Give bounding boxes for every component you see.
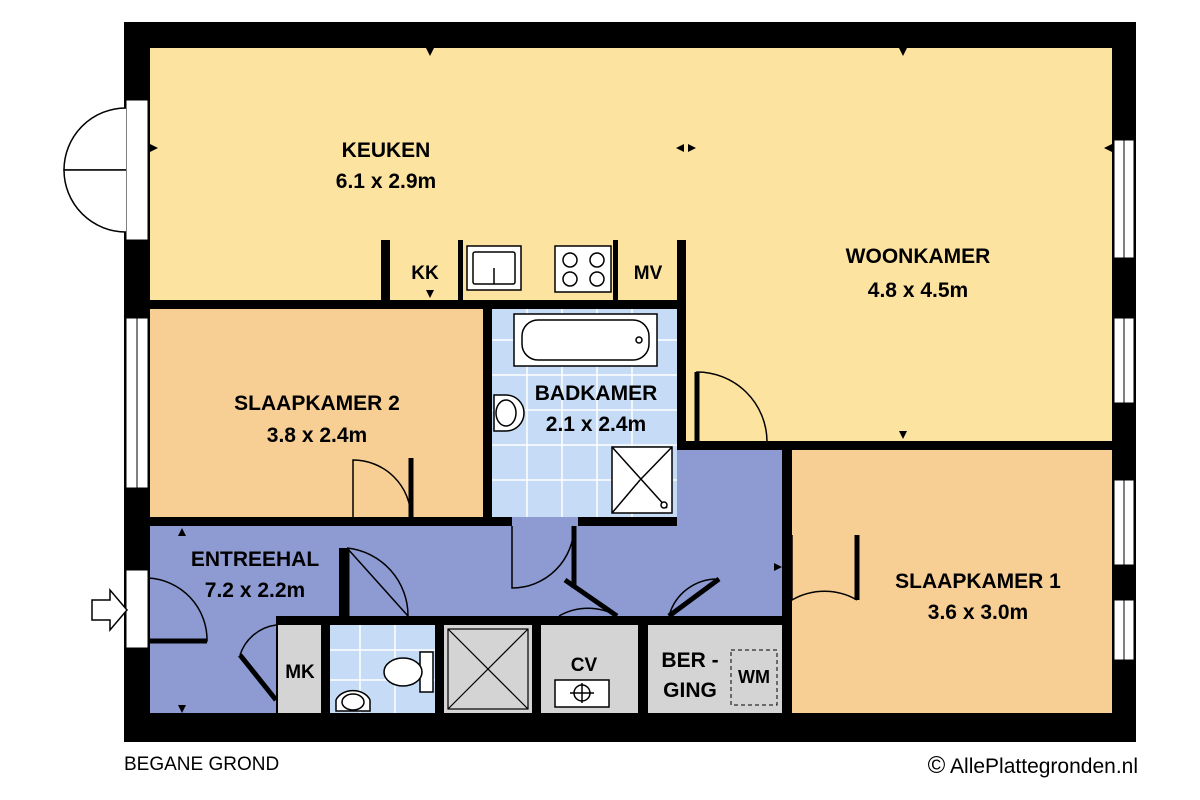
slaapkamer2-floor (150, 309, 483, 517)
floor-label: BEGANE GROND (124, 754, 280, 775)
kk-label: KK (411, 263, 439, 284)
stove-icon (554, 245, 612, 293)
door-leaves (148, 372, 860, 702)
slaapkamer2-name: SLAAPKAMER 2 (234, 392, 400, 415)
washbasin-icon (493, 394, 525, 432)
toilet-icon (383, 651, 434, 693)
kitchen-counter-floor (390, 240, 686, 300)
keuken-name: KEUKEN (342, 139, 431, 162)
mv-label: MV (634, 263, 663, 284)
brand-credit: © AllePlattegronden.nl (928, 752, 1138, 780)
entreehal-floor (150, 450, 782, 713)
badkamer-size: 2.1 x 2.4m (546, 413, 646, 436)
brand-name: AllePlattegronden.nl (950, 755, 1138, 778)
woonkamer-size: 4.8 x 4.5m (868, 279, 968, 302)
berging-floor (648, 625, 782, 713)
copyright-icon: © (927, 752, 946, 779)
handbasin-icon (335, 689, 371, 712)
shaft-icon (447, 628, 529, 710)
shower-icon (611, 446, 673, 514)
wm-label: WM (738, 667, 770, 687)
berging-label-1: BER - (661, 649, 718, 672)
slaapkamer2-size: 3.8 x 2.4m (267, 424, 367, 447)
interior-walls (150, 240, 1112, 713)
garden-door-icon (63, 107, 127, 233)
slaapkamer1-floor (792, 450, 1112, 713)
slaapkamer1-name: SLAAPKAMER 1 (895, 570, 1061, 593)
door-swings (147, 371, 858, 656)
entreehal-size: 7.2 x 2.2m (205, 579, 305, 602)
entreehal-name: ENTREEHAL (191, 548, 320, 571)
keuken-size: 6.1 x 2.9m (336, 170, 436, 193)
woonkamer-name: WOONKAMER (846, 245, 991, 268)
washing-machine-icon (730, 649, 778, 706)
mk-floor (278, 625, 321, 713)
sink-icon (466, 245, 522, 291)
dimension-markers (150, 48, 1112, 713)
window-lines (136, 140, 1125, 660)
mk-label: MK (285, 662, 315, 683)
cv-label: CV (571, 655, 598, 676)
cv-boiler-icon (554, 679, 610, 708)
entrance-arrow-icon (91, 587, 128, 633)
berging-label-2: GING (663, 679, 717, 702)
badkamer-name: BADKAMER (535, 382, 658, 405)
slaapkamer1-size: 3.6 x 3.0m (928, 601, 1028, 624)
bathtub-icon (513, 313, 658, 367)
